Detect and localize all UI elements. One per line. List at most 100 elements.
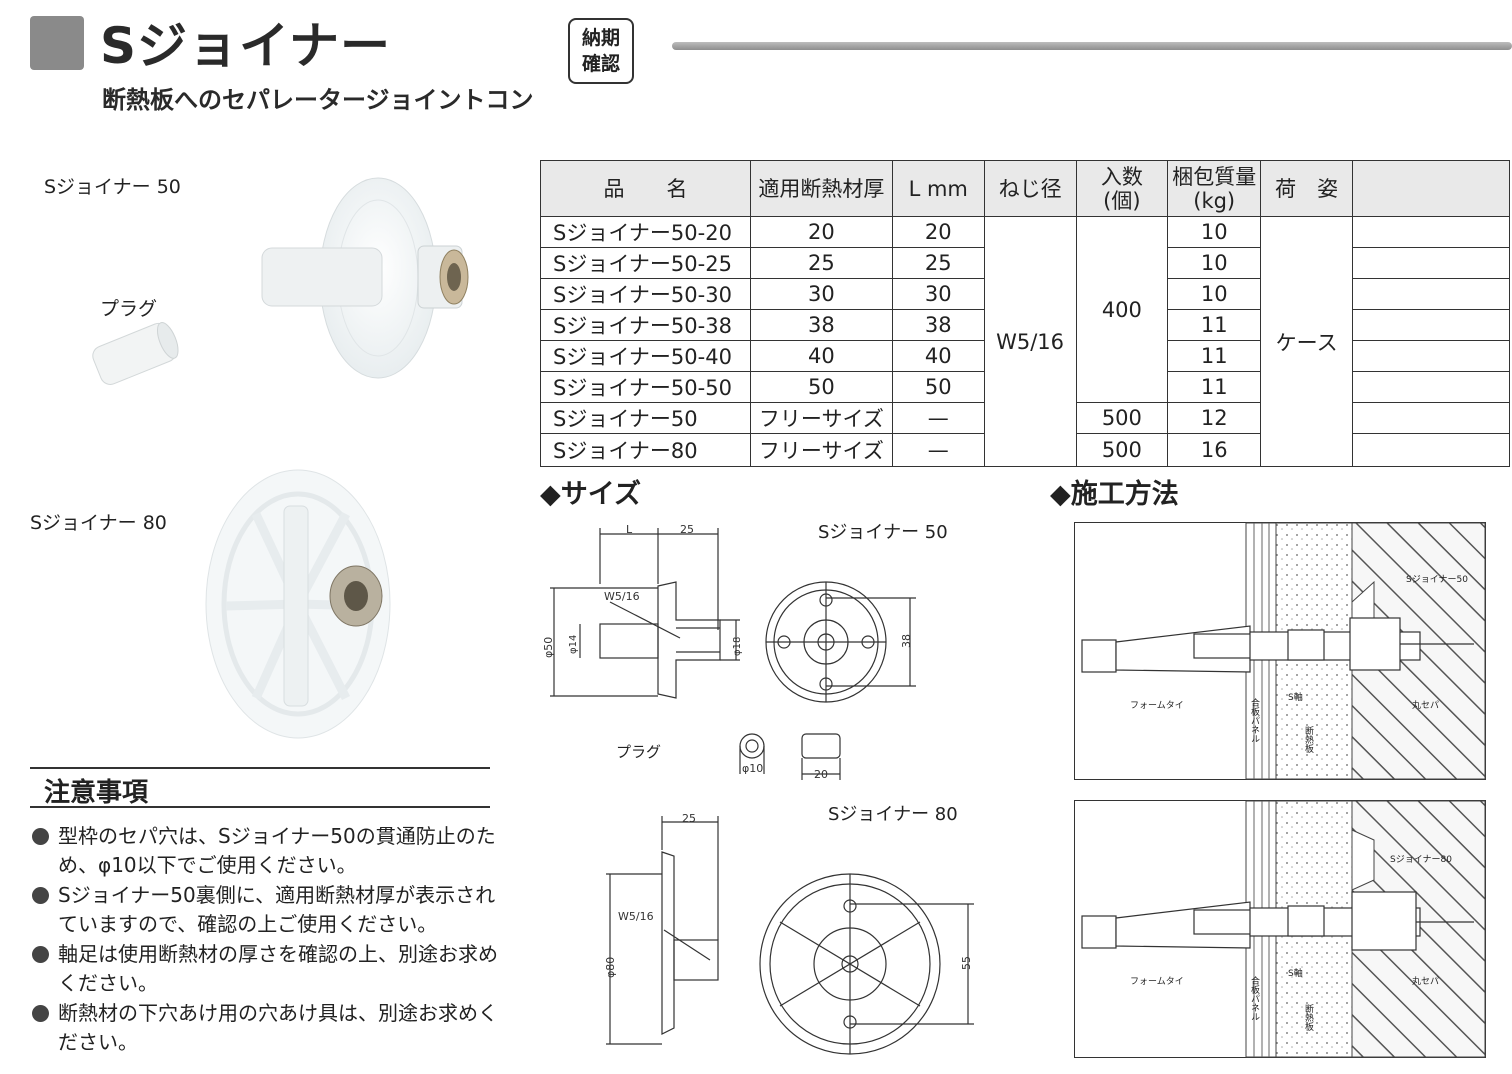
cell-weight: 12 [1167, 402, 1262, 434]
bullet-icon [32, 946, 49, 963]
cell-name: Sジョイナー50-25 [540, 247, 751, 279]
page-title: Sジョイナー [100, 17, 392, 75]
cell-weight: 11 [1167, 340, 1262, 372]
plug-photo [92, 322, 179, 385]
method-drawing-joiner80: Sジョイナー80 フォームタイ S軸 丸セパ 合板パネル 断熱板 [1074, 800, 1486, 1058]
bullet-icon [32, 1005, 49, 1022]
note-text: 軸足は使用断熱材の厚さを確認の上、別途お求めください。 [58, 942, 498, 995]
header-thread: ねじ径 [983, 160, 1077, 217]
method-label-form-tie: フォームタイ [1130, 700, 1184, 711]
dim-25: 25 [680, 523, 694, 536]
cell-weight: 10 [1167, 216, 1262, 248]
cell-blank [1352, 278, 1510, 310]
note-text: 断熱材の下穴あけ用の穴あけ具は、別途お求めください。 [58, 1001, 498, 1054]
note-text: 型枠のセパ穴は、Sジョイナー50の貫通防止のため、φ10以下でご使用ください。 [58, 824, 496, 877]
cell-thickness: フリーサイズ [749, 402, 893, 434]
cell-blank [1352, 371, 1510, 403]
cell-length: — [891, 402, 985, 434]
bullet-icon [32, 887, 49, 904]
cell-weight: 10 [1167, 247, 1262, 279]
method-label-joiner50: Sジョイナー50 [1406, 574, 1468, 585]
method-label-insulation-2: 断熱板 [1303, 1003, 1314, 1032]
cell-length: 30 [891, 278, 985, 310]
table-row: Sジョイナー50-30 30 30 10 [540, 278, 1510, 310]
cell-blank [1352, 309, 1510, 341]
method-label-round-sepa: 丸セパ [1412, 699, 1439, 711]
page-subtitle: 断熱板へのセパレータージョイントコン [102, 86, 534, 114]
table-row: Sジョイナー50-38 38 38 11 [540, 309, 1510, 341]
header-qty-line2: (個) [1103, 188, 1141, 213]
cell-name: Sジョイナー50 [540, 402, 751, 434]
notes-top-rule [30, 767, 490, 769]
header-length: L mm [891, 160, 985, 217]
method-label-plywood-panel-2: 合板パネル [1249, 975, 1260, 1021]
cell-thickness: 38 [749, 309, 893, 341]
cell-length: — [891, 433, 985, 467]
notes-bottom-rule [30, 806, 490, 808]
cell-thickness: 20 [749, 216, 893, 248]
photo-label-joiner80: Sジョイナー 80 [30, 512, 167, 534]
dim-phi14: φ14 [568, 635, 579, 654]
size-section-title: ◆サイズ [540, 479, 641, 510]
dim-thread-joiner80: W5/16 [618, 910, 654, 923]
joiner80-photo [205, 469, 391, 739]
cell-length: 40 [891, 340, 985, 372]
cell-thickness: 50 [749, 371, 893, 403]
cell-blank [1352, 340, 1510, 372]
note-item: 断熱材の下穴あけ用の穴あけ具は、別途お求めください。 [30, 999, 500, 1057]
cell-qty: 500 [1075, 433, 1169, 467]
cell-weight: 10 [1167, 278, 1262, 310]
dim-L: L [626, 523, 633, 536]
cell-length: 25 [891, 247, 985, 279]
badge-line-1: 納期 [581, 27, 620, 49]
size-label-joiner50: Sジョイナー 50 [818, 522, 948, 543]
title-bullet-square [30, 16, 84, 70]
cell-thickness: 40 [749, 340, 893, 372]
header-qty-line1: 入数 [1100, 164, 1143, 189]
header-thickness: 適用断熱材厚 [749, 160, 893, 217]
notes-list: 型枠のセパ穴は、Sジョイナー50の貫通防止のため、φ10以下でご使用ください。 … [30, 822, 500, 1058]
cell-name: Sジョイナー50-40 [540, 340, 751, 372]
method-label-joiner80: Sジョイナー80 [1390, 854, 1452, 865]
cell-qty: 500 [1075, 402, 1169, 434]
joiner80-front-drawing: 55 [759, 873, 974, 1055]
joiner50-side-drawing: L 25 W5/16 φ50 φ14 φ18 [542, 523, 743, 699]
cell-name: Sジョイナー80 [540, 433, 751, 467]
plug-drawing: φ10 20 [739, 733, 841, 781]
notes-title: 注意事項 [44, 778, 149, 808]
cell-name: Sジョイナー50-20 [540, 216, 751, 248]
cell-blank [1352, 216, 1510, 248]
dim-phi10: φ10 [742, 762, 763, 775]
table-row: Sジョイナー50-50 50 50 11 [540, 371, 1510, 403]
note-item: 型枠のセパ穴は、Sジョイナー50の貫通防止のため、φ10以下でご使用ください。 [30, 822, 500, 880]
table-row: Sジョイナー50-25 25 25 10 [540, 247, 1510, 279]
badge-line-2: 確認 [581, 53, 620, 75]
cell-blank [1352, 433, 1510, 467]
cell-name: Sジョイナー50-50 [540, 371, 751, 403]
size-label-joiner80: Sジョイナー 80 [828, 804, 958, 825]
method-label-form-tie-2: フォームタイ [1130, 976, 1184, 987]
method-label-round-sepa-2: 丸セパ [1412, 975, 1439, 987]
delivery-check-badge: 納期 確認 [568, 18, 634, 84]
joiner80-side-drawing: 25 W5/16 φ80 [604, 812, 719, 1045]
method-label-s-shaft-2: S軸 [1288, 967, 1303, 979]
note-item: 軸足は使用断熱材の厚さを確認の上、別途お求めください。 [30, 940, 500, 998]
photo-label-plug: プラグ [100, 298, 158, 320]
header-weight-line1: 梱包質量 [1172, 164, 1257, 189]
note-item: Sジョイナー50裏側に、適用断熱材厚が表示されていますので、確認の上ご使用くださ… [30, 881, 500, 939]
cell-thickness: 25 [749, 247, 893, 279]
table-row: Sジョイナー80 フリーサイズ — 500 16 [540, 433, 1510, 467]
bullet-icon [32, 828, 49, 845]
dim-phi80: φ80 [604, 957, 617, 978]
method-label-insulation: 断熱板 [1303, 725, 1314, 754]
dim-55: 55 [960, 956, 973, 970]
cell-thickness: 30 [749, 278, 893, 310]
cell-weight: 11 [1167, 371, 1262, 403]
method-label-plywood-panel: 合板パネル [1249, 697, 1260, 743]
cell-blank [1352, 402, 1510, 434]
cell-length: 38 [891, 309, 985, 341]
cell-blank [1352, 247, 1510, 279]
method-drawing-joiner50: Sジョイナー50 フォームタイ S軸 丸セパ 合板パネル 断熱板 [1074, 522, 1486, 780]
header-name: 品 名 [540, 160, 751, 217]
header-blank [1352, 160, 1510, 217]
